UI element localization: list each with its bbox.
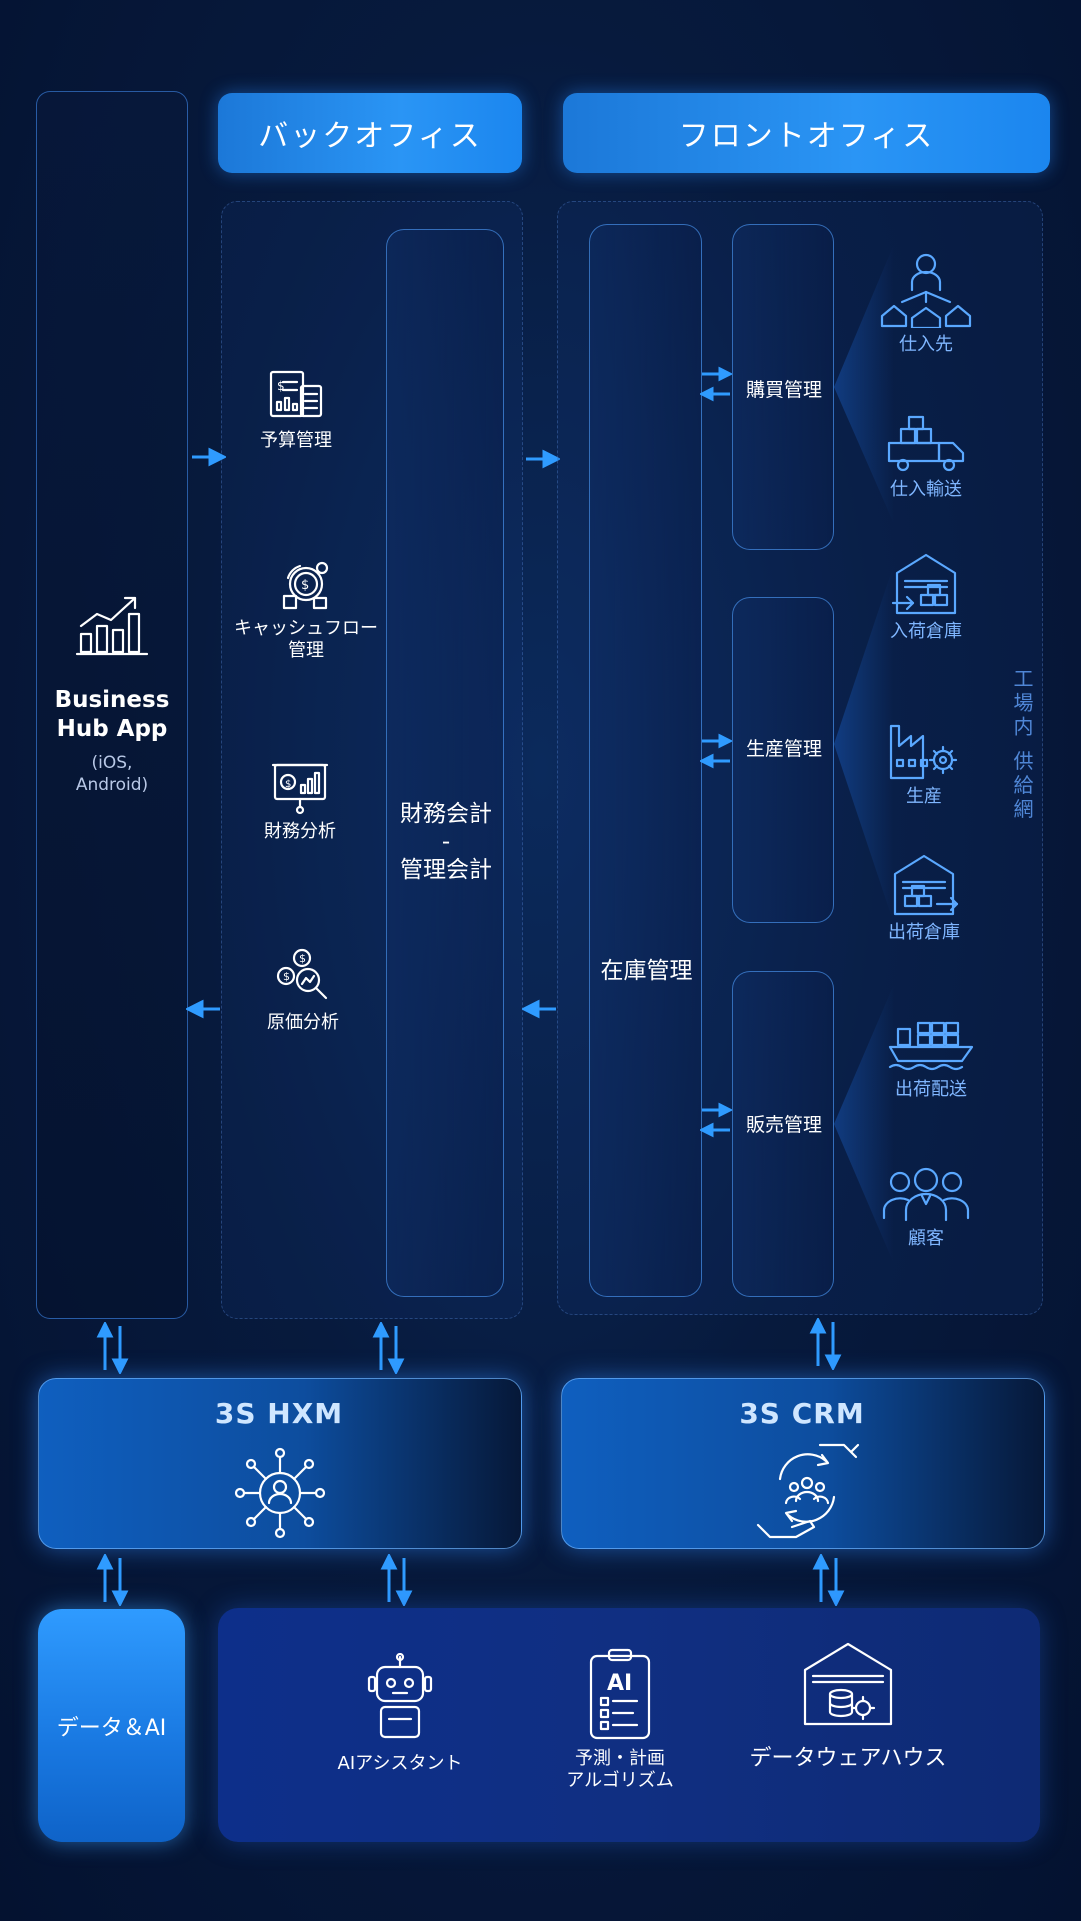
cost-analysis-label: 原価分析 — [267, 1012, 339, 1033]
purchase-label: 購買管理 — [745, 379, 822, 401]
crm-system[interactable]: 3S CRM — [561, 1378, 1045, 1549]
data-ai-box[interactable]: データ＆AI — [38, 1609, 185, 1842]
chain-outbound-warehouse-label: 出荷倉庫 — [888, 922, 960, 943]
people-network-icon — [234, 1447, 326, 1539]
inventory-column[interactable]: 在庫管理 — [589, 224, 702, 1297]
chain-inbound-warehouse: 入荷倉庫 — [875, 551, 977, 643]
cashflow-item[interactable]: $ キャッシュフロー管理 — [226, 558, 386, 662]
cashflow-icon: $ — [282, 561, 329, 610]
financial-analysis-icon: $ — [271, 763, 329, 815]
arrows-inventory-purchase — [700, 366, 732, 402]
chain-inbound-transport-label: 仕入輸送 — [890, 479, 962, 500]
arrows-inventory-production — [700, 733, 732, 769]
chain-production: 生産 — [873, 720, 975, 808]
hxm-system[interactable]: 3S HXM — [38, 1378, 522, 1549]
forecast-algorithm-item[interactable]: AI 予測・計画アルゴリズム — [540, 1648, 700, 1792]
customers-icon — [882, 1167, 970, 1222]
chain-outbound-warehouse: 出荷倉庫 — [873, 852, 975, 944]
arrows-hxm-data-platform — [380, 1554, 413, 1606]
front-office-header: フロントオフィス — [563, 93, 1050, 173]
budget-icon: $ — [269, 370, 323, 418]
supply-chain-vertical-label: 工場内 供給網 — [1010, 668, 1034, 823]
truck-icon — [887, 415, 965, 472]
production-label: 生産管理 — [745, 738, 822, 760]
svg-text:$: $ — [277, 379, 285, 393]
arrows-hxm-data-ai — [96, 1554, 129, 1606]
robot-icon — [367, 1653, 433, 1739]
budget-item[interactable]: $ 予算管理 — [236, 368, 356, 452]
arrows-hub-hxm — [96, 1322, 129, 1374]
chain-inbound-warehouse-label: 入荷倉庫 — [890, 621, 962, 642]
financial-analysis-label: 財務分析 — [264, 821, 336, 842]
factory-icon — [889, 724, 958, 780]
arrows-back-hxm — [372, 1322, 405, 1374]
svg-text:AI: AI — [607, 1671, 632, 1696]
svg-text:$: $ — [285, 779, 291, 790]
data-warehouse-item[interactable]: データウェアハウス — [748, 1640, 948, 1772]
purchase-box[interactable]: 購買管理 — [732, 224, 834, 550]
chain-production-label: 生産 — [906, 786, 942, 807]
arrows-inventory-sales — [700, 1102, 732, 1138]
arrows-crm-data-platform — [812, 1554, 845, 1606]
data-warehouse-label: データウェアハウス — [749, 1746, 947, 1771]
cost-analysis-item[interactable]: $ $ 原価分析 — [243, 948, 363, 1034]
ai-assistant-label: AIアシスタント — [337, 1753, 463, 1774]
financial-analysis-item[interactable]: $ 財務分析 — [240, 759, 360, 843]
chain-inbound-transport: 仕入輸送 — [875, 413, 977, 501]
cost-analysis-icon: $ $ — [276, 948, 328, 1000]
crm-title: 3S CRM — [739, 1397, 865, 1430]
accounting-column[interactable]: 財務会計 - 管理会計 — [386, 229, 504, 1297]
forecast-algorithm-label: 予測・計画アルゴリズム — [566, 1748, 674, 1791]
production-box[interactable]: 生産管理 — [732, 597, 834, 923]
arrows-front-crm — [809, 1318, 842, 1370]
warehouse-out-icon — [893, 854, 959, 916]
arrow-left-back-to-hub — [186, 999, 220, 1019]
arrow-right-back-to-front — [526, 449, 560, 469]
chain-outbound-delivery-label: 出荷配送 — [895, 1079, 967, 1100]
chain-customers-label: 顧客 — [908, 1228, 944, 1249]
svg-text:$: $ — [299, 952, 306, 965]
ship-icon — [888, 1021, 974, 1071]
data-ai-label: データ＆AI — [56, 1715, 167, 1741]
supply-chain-fan — [834, 244, 894, 1264]
accounting-label: 財務会計 - 管理会計 — [400, 801, 492, 883]
arrow-right-hub-to-back — [192, 447, 226, 467]
sales-box[interactable]: 販売管理 — [732, 971, 834, 1297]
ai-assistant-item[interactable]: AIアシスタント — [320, 1653, 480, 1775]
warehouse-in-icon — [891, 553, 957, 615]
business-hub-subtitle: (iOS,Android) — [75, 753, 149, 795]
data-warehouse-icon — [803, 1642, 893, 1726]
sales-label: 販売管理 — [745, 1114, 822, 1136]
back-office-header: バックオフィス — [218, 93, 522, 173]
chain-outbound-delivery: 出荷配送 — [880, 1019, 982, 1101]
customer-care-icon — [756, 1443, 860, 1539]
supplier-icon — [880, 253, 972, 328]
front-office-header-label: フロントオフィス — [678, 119, 935, 154]
svg-text:$: $ — [301, 578, 309, 593]
growth-chart-icon — [75, 596, 149, 656]
budget-label: 予算管理 — [260, 430, 332, 451]
svg-text:$: $ — [283, 970, 290, 983]
chain-supplier: 仕入先 — [875, 252, 977, 356]
cashflow-label: キャッシュフロー管理 — [234, 618, 378, 661]
back-office-header-label: バックオフィス — [258, 119, 482, 154]
chain-customers: 顧客 — [875, 1166, 977, 1250]
arrow-left-front-to-back — [522, 999, 556, 1019]
chain-supplier-label: 仕入先 — [899, 334, 953, 355]
hxm-title: 3S HXM — [214, 1397, 344, 1430]
inventory-label: 在庫管理 — [600, 958, 693, 984]
ai-plan-icon: AI — [589, 1648, 651, 1740]
